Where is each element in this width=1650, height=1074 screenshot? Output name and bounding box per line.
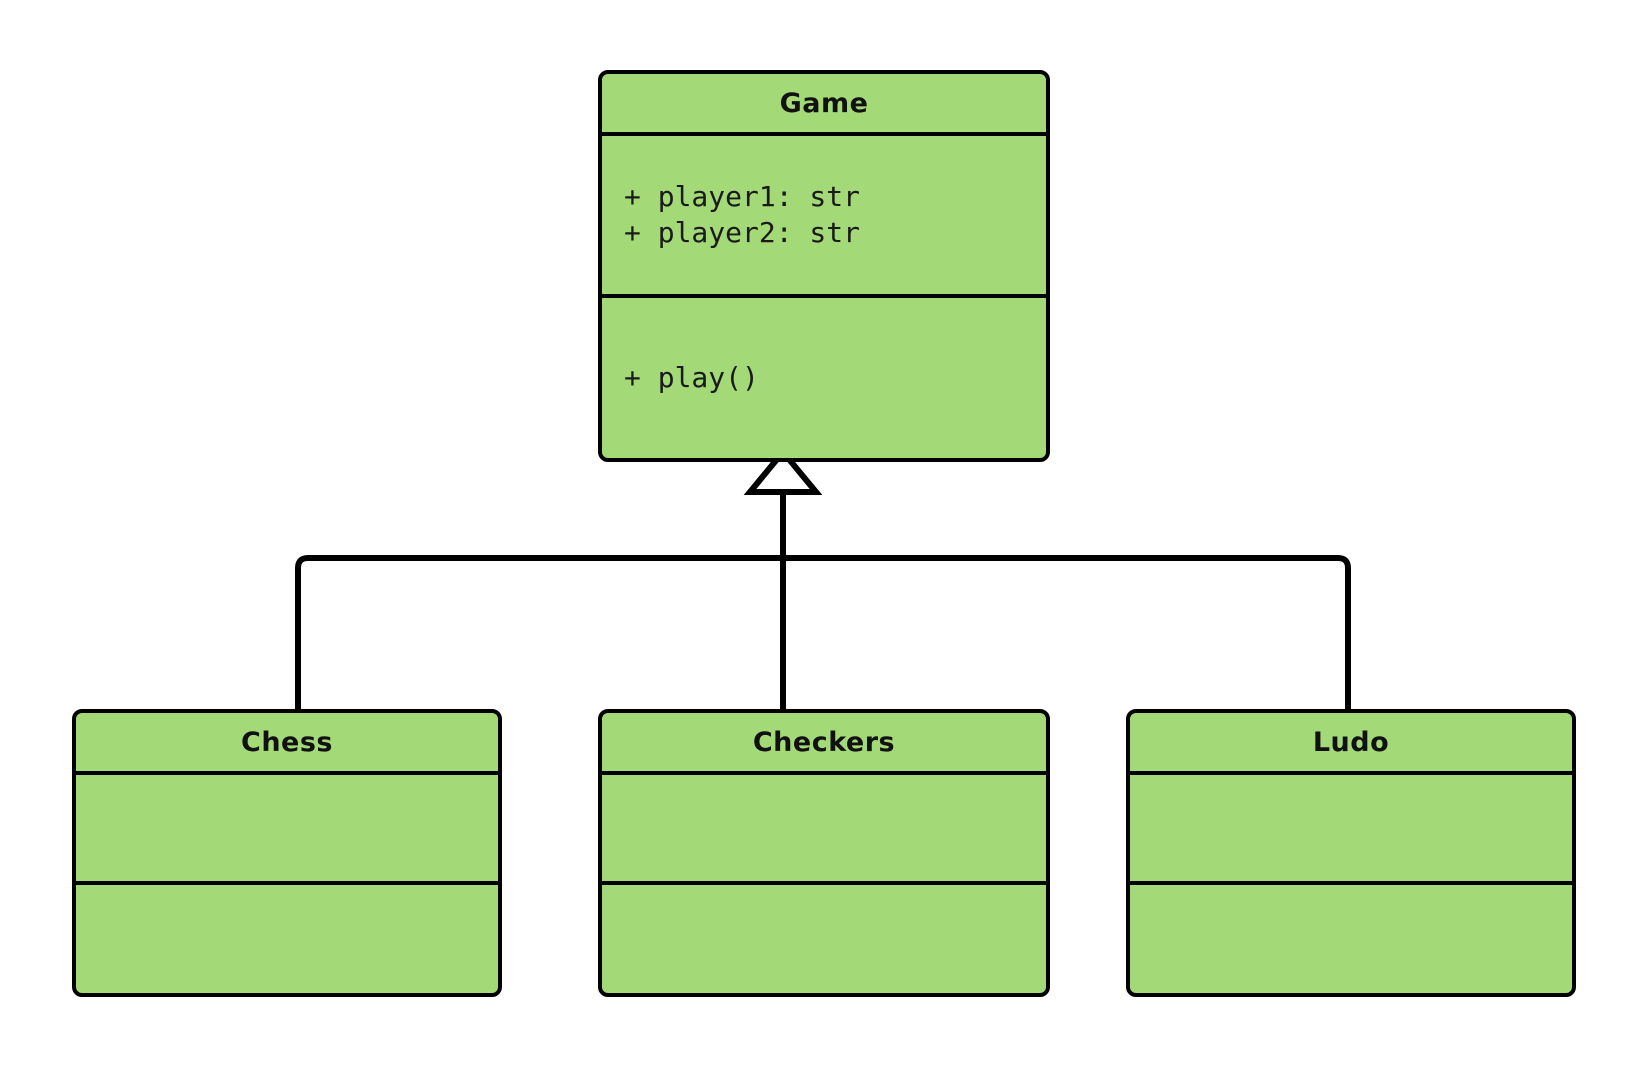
- class-name-game: Game: [602, 74, 1046, 136]
- class-operations-ludo: [1130, 885, 1572, 993]
- class-attributes-ludo: [1130, 775, 1572, 885]
- class-operations-checkers: [602, 885, 1046, 993]
- class-name-chess: Chess: [76, 713, 498, 775]
- class-box-chess[interactable]: Chess: [72, 709, 502, 997]
- class-operations-chess: [76, 885, 498, 993]
- attribute-row: + player2: str: [624, 216, 861, 249]
- class-operations-game: + play(): [602, 298, 1046, 458]
- class-box-game[interactable]: Game + player1: str + player2: str + pla…: [598, 70, 1050, 462]
- class-name-ludo: Ludo: [1130, 713, 1572, 775]
- class-box-ludo[interactable]: Ludo: [1126, 709, 1576, 997]
- class-attributes-game: + player1: str + player2: str: [602, 136, 1046, 298]
- class-name-checkers: Checkers: [602, 713, 1046, 775]
- class-attributes-checkers: [602, 775, 1046, 885]
- attribute-row: + player1: str: [624, 179, 861, 213]
- class-box-checkers[interactable]: Checkers: [598, 709, 1050, 997]
- class-attributes-chess: [76, 775, 498, 885]
- connector-bus: [295, 555, 1351, 710]
- operation-row: + play(): [624, 360, 759, 394]
